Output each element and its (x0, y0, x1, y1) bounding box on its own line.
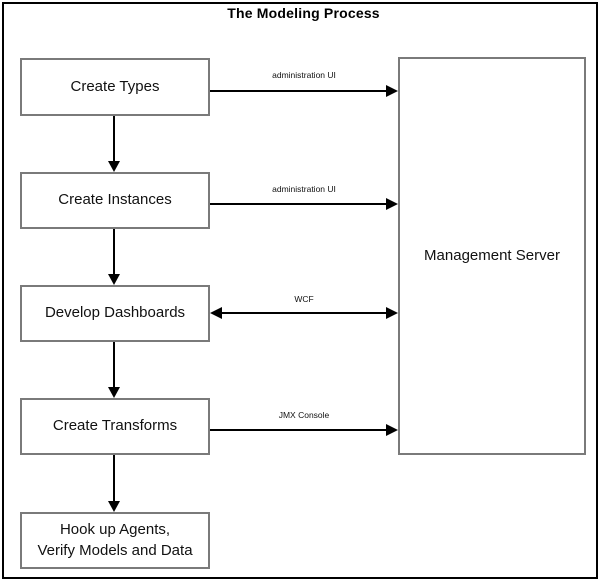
connector-types-to-instances (113, 116, 115, 162)
edge-label-transforms-to-server: JMX Console (278, 410, 330, 420)
edge-label-instances-to-server: administration UI (272, 184, 336, 194)
connector-types-to-server (210, 90, 388, 92)
page-title: The Modeling Process (227, 5, 380, 21)
node-create-types-label: Create Types (70, 77, 160, 95)
arrowhead-instances-to-dashboards (108, 274, 120, 285)
arrowhead-types-to-server (386, 85, 398, 97)
arrowhead-server-to-dashboards (210, 307, 222, 319)
node-create-instances[interactable]: Create Instances (20, 172, 210, 229)
node-develop-dashboards-label: Develop Dashboards (44, 304, 186, 322)
node-hook-up-agents[interactable]: Hook up Agents, Verify Models and Data (20, 512, 210, 569)
node-create-transforms[interactable]: Create Transforms (20, 398, 210, 455)
node-management-server-label: Management Server (424, 246, 560, 264)
node-create-transforms-label: Create Transforms (52, 417, 178, 435)
connector-instances-to-server (210, 203, 388, 205)
edge-label-types-to-server: administration UI (272, 70, 336, 80)
node-management-server[interactable]: Management Server (398, 57, 586, 455)
arrowhead-transforms-to-server (386, 424, 398, 436)
arrowhead-types-to-instances (108, 161, 120, 172)
node-create-types[interactable]: Create Types (20, 58, 210, 116)
node-create-instances-label: Create Instances (58, 191, 172, 209)
arrowhead-instances-to-server (386, 198, 398, 210)
edge-label-dashboards-to-server: WCF (294, 294, 314, 304)
arrowhead-transforms-to-agents (108, 501, 120, 512)
node-hook-up-agents-label-line2: Verify Models and Data (37, 541, 193, 559)
arrowhead-dashboards-to-transforms (108, 387, 120, 398)
connector-transforms-to-server (210, 429, 388, 431)
connector-transforms-to-agents (113, 455, 115, 501)
arrowhead-dashboards-to-server (386, 307, 398, 319)
node-hook-up-agents-label-line1: Hook up Agents, (59, 521, 171, 539)
node-develop-dashboards[interactable]: Develop Dashboards (20, 285, 210, 342)
connector-instances-to-dashboards (113, 229, 115, 274)
diagram-outer-frame (2, 2, 598, 579)
connector-dashboards-to-server (222, 312, 386, 314)
connector-dashboards-to-transforms (113, 342, 115, 387)
